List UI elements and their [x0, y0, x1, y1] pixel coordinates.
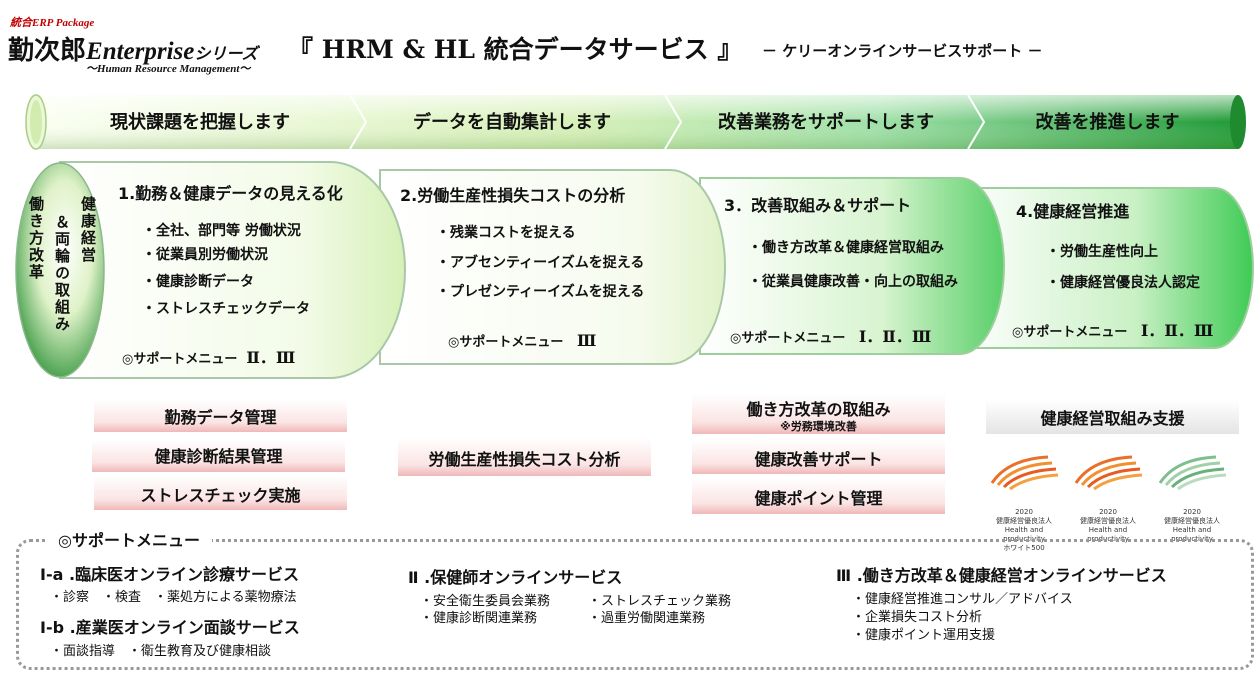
service-2-item: ・ストレスチェック業務 [588, 594, 732, 609]
cylinder-4-menu-label: ◎サポートメニュー [1012, 325, 1128, 340]
support-menu-box [16, 539, 1254, 670]
cylinder-1-item: ・全社、部門等 労働状況 [142, 223, 301, 239]
cylinder-2-menu-label: ◎サポートメニュー [448, 335, 564, 350]
logo-main-text: 勤次郎 [8, 36, 87, 66]
label-health-management: 健康経営取組み支援 [1040, 409, 1185, 428]
service-2-title: Ⅱ .保健師オンラインサービス [408, 568, 623, 587]
cylinder-1-menu-num: Ⅱ．Ⅲ [246, 348, 296, 367]
service-2-item: ・安全衛生委員会業務 [420, 594, 551, 609]
badge-2-year: 2020 [1099, 508, 1117, 516]
service-1b-items: ・面談指導 ・衛生教育及び健康相談 [50, 644, 272, 659]
service-3-title: Ⅲ .働き方改革＆健康経営オンラインサービス [836, 566, 1167, 585]
cylinder-2-title: 2.労働生産性損失コストの分析 [400, 186, 626, 205]
service-1a-title: Ⅰ-a .臨床医オンライン診療サービス [40, 565, 300, 584]
cylinder-1-item: ・従業員別労働状況 [142, 247, 268, 263]
cylinder-2-item: ・アブセンティーイズムを捉える [436, 255, 645, 271]
cylinder-3-item: ・働き方改革＆健康経営取組み [748, 240, 944, 256]
banner-step-1: 現状課題を把握します [110, 112, 290, 133]
cylinder-4-shape [959, 187, 1254, 349]
badge-2-name: 健康経営優良法人 [1080, 517, 1136, 525]
health-certification-logo-icon [1158, 455, 1227, 491]
health-certification-logo-icon [1074, 455, 1143, 491]
label-health-points: 健康ポイント管理 [754, 489, 883, 508]
logo-subtitle: ～Human Resource Management～ [86, 63, 251, 75]
page-title: 『 HRM & HL 統合データサービス 』 [288, 35, 743, 64]
service-1b-title: Ⅰ-b .産業医オンライン面談サービス [40, 618, 300, 637]
health-certification-logo-icon [990, 455, 1059, 491]
cylinder-3-menu-label: ◎サポートメニュー [730, 331, 846, 346]
oval-text-both: ＆両輪の取組み [53, 214, 71, 333]
banner-step-4: 改善を推進します [1035, 112, 1180, 133]
support-menu-heading: ◎サポートメニュー [46, 527, 212, 551]
service-3-item: ・健康ポイント運用支援 [852, 628, 996, 643]
service-1a-items: ・診察 ・検査 ・薬処方による薬物療法 [50, 590, 297, 605]
cylinder-4-item: ・健康経営優良法人認定 [1046, 275, 1200, 291]
label-health-checkup: 健康診断結果管理 [154, 447, 283, 466]
banner-arrow [25, 94, 1246, 150]
logo-tagline: 統合ERP Package [10, 17, 95, 29]
cylinder-4-menu-num: Ⅰ．Ⅱ．Ⅲ [1140, 321, 1214, 340]
oval-text-workstyle: 働き方改革 [27, 196, 45, 281]
cylinder-3-shape [699, 177, 1005, 355]
cylinder-2-menu: ◎サポートメニュー Ⅲ [448, 331, 596, 350]
cylinder-2-item: ・残業コストを捉える [436, 225, 576, 241]
cylinder-4-title: 4.健康経営推進 [1016, 202, 1130, 221]
banner-step-2: データを自動集計します [413, 112, 611, 133]
cylinder-1-item: ・ストレスチェックデータ [142, 301, 310, 317]
badge-3-name: 健康経営優良法人 [1164, 517, 1220, 525]
logo-enterprise-text: Enterprise [86, 38, 195, 65]
cylinder-1-item: ・健康診断データ [142, 274, 254, 290]
badge-1-year: 2020 [1015, 508, 1033, 516]
badge-1-name: 健康経営優良法人 [996, 517, 1052, 525]
cylinder-3-menu: ◎サポートメニュー Ⅰ．Ⅱ．Ⅲ [730, 323, 931, 347]
banner-step-3: 改善業務をサポートします [718, 112, 934, 133]
left-oval-shape [15, 162, 105, 378]
label-workstyle-note: ※労務環境改善 [780, 420, 857, 433]
certification-badge-white500: 2020 健康経営優良法人 Health and productivity ホワ… [988, 442, 1060, 553]
label-workstyle-reform: 働き方改革の取組み [746, 400, 891, 419]
cylinder-1-menu: ◎サポートメニュー Ⅱ．Ⅲ [122, 344, 295, 368]
label-attendance-data: 勤務データ管理 [164, 408, 277, 427]
service-3-item: ・企業損失コスト分析 [852, 610, 983, 625]
logo-series-text: シリーズ [194, 44, 258, 63]
cylinder-1-title: 1.勤務＆健康データの見える化 [118, 184, 343, 203]
certification-badge-2: 2020 健康経営優良法人 Health and productivity [1072, 442, 1144, 544]
oval-text-health: 健康経営 [79, 196, 97, 264]
cylinder-3-menu-num: Ⅰ．Ⅱ．Ⅲ [858, 327, 932, 346]
badge-1-tag: ホワイト500 [1003, 544, 1045, 552]
cylinder-1-menu-label: ◎サポートメニュー [122, 352, 238, 367]
cylinder-3-title: 3．改善取組み＆サポート [724, 196, 912, 215]
label-productivity-loss: 労働生産性損失コスト分析 [428, 450, 621, 469]
cylinder-1-shape [59, 161, 406, 379]
label-health-support: 健康改善サポート [754, 450, 883, 469]
service-3-item: ・健康経営推進コンサル／アドバイス [852, 592, 1073, 607]
certification-badge-3: 2020 健康経営優良法人 Health and productivity [1156, 442, 1228, 544]
cylinder-2-menu-num: Ⅲ [576, 331, 597, 350]
cylinder-2-item: ・プレゼンティーイズムを捉える [436, 284, 645, 300]
cylinder-4-menu: ◎サポートメニュー Ⅰ．Ⅱ．Ⅲ [1012, 317, 1213, 341]
label-stress-check: ストレスチェック実施 [140, 486, 301, 505]
product-logo: 勤次郎Enterpriseシリーズ [8, 30, 258, 67]
service-2-item: ・健康診断関連業務 [420, 611, 538, 626]
cylinder-3-item: ・従業員健康改善・向上の取組み [748, 274, 958, 290]
badge-3-year: 2020 [1183, 508, 1201, 516]
service-2-item: ・過重労働関連業務 [588, 611, 706, 626]
cylinder-2-shape [379, 169, 726, 365]
cylinder-4-item: ・労働生産性向上 [1046, 244, 1158, 260]
page-subtitle: － ケリーオンラインサービスサポート － [762, 42, 1043, 60]
